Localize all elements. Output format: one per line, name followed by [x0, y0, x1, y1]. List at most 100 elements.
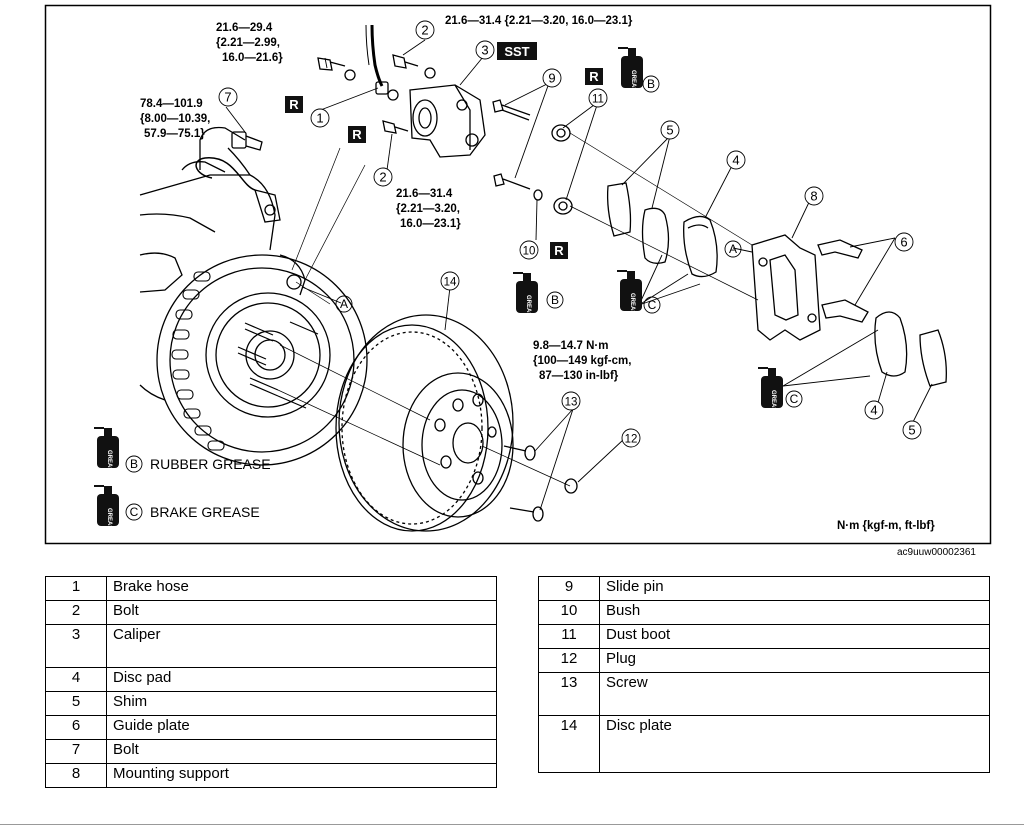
part-number: 8 [45, 763, 107, 788]
part-number: 5 [45, 691, 107, 716]
callout-circle [726, 150, 746, 170]
part-name: Guide plate [106, 715, 497, 740]
callout-number-7: 7 [224, 90, 231, 105]
r-box: R [348, 126, 366, 143]
callout-circle [894, 232, 914, 252]
torque-top: 21.6—31.4 {2.21—3.20, 16.0—23.1} [445, 15, 633, 27]
svg-text:R: R [352, 127, 362, 142]
callout-number-4: 4 [732, 153, 739, 168]
letter-c: C [790, 392, 799, 406]
part-name: Plug [599, 648, 990, 673]
bolt-7-drawing [231, 131, 263, 151]
slide-pins-drawing [492, 99, 573, 215]
part-name: Dust boot [599, 624, 990, 649]
callout-number-12: 12 [625, 434, 638, 446]
hub-knuckle-drawing [139, 126, 368, 466]
callout-number-5: 5 [908, 423, 915, 438]
callout-circle [519, 240, 539, 260]
letter-b: B [647, 77, 655, 91]
part-number: 14 [538, 715, 600, 773]
callout-number-10: 10 [523, 246, 536, 258]
callout-number-9: 9 [548, 71, 555, 86]
part-number: 2 [45, 600, 107, 625]
callout-circle [660, 120, 680, 140]
callout-circle [475, 40, 495, 60]
torque-bolt7-3: 57.9—75.1} [144, 128, 205, 140]
callout-circle [902, 420, 922, 440]
part-number: 6 [45, 715, 107, 740]
callout-circle [621, 428, 641, 448]
callout-circle [542, 68, 562, 88]
diagram-frame [44, 4, 992, 545]
r-box: R [285, 96, 303, 113]
part-name: Disc pad [106, 667, 497, 692]
part-name: Bush [599, 600, 990, 625]
part-number: 9 [538, 576, 600, 601]
callout-number-13: 13 [565, 397, 578, 409]
grease-can-text: GREASE [106, 450, 112, 475]
callout-number-4: 4 [870, 403, 877, 418]
callout-number-2: 2 [379, 170, 386, 185]
callout-number-6: 6 [900, 235, 907, 250]
letter-b: B [130, 457, 138, 471]
torque-mid-2: {2.21—3.20, [396, 203, 460, 215]
part-number: 7 [45, 739, 107, 764]
callout-number-14: 14 [444, 277, 457, 289]
callout-circle [864, 400, 884, 420]
letter-c: C [648, 298, 657, 312]
leader-lines [225, 39, 933, 511]
grease-can-text: GREASE [770, 390, 776, 415]
part-name: Caliper [106, 624, 497, 668]
letter-b: B [551, 293, 559, 307]
screws-plug-drawing [503, 445, 578, 522]
torque-bolt7-1: 78.4—101.9 [140, 98, 203, 110]
callout-number-8: 8 [810, 189, 817, 204]
callout-circle [415, 20, 435, 40]
r-box: R [550, 242, 568, 259]
callout-circle [310, 108, 330, 128]
callout-circle [561, 391, 581, 411]
torque-hose-bolt-1: 21.6—29.4 [216, 22, 273, 34]
svg-text:R: R [289, 97, 299, 112]
callout-circle [373, 167, 393, 187]
disc-plate-drawing [335, 314, 514, 532]
grease-can-text: GREASE [630, 70, 636, 95]
part-name: Disc plate [599, 715, 990, 773]
callout-circle [218, 87, 238, 107]
svg-text:SST: SST [504, 44, 529, 59]
part-name: Screw [599, 672, 990, 716]
grease-can-text: GREASE [629, 293, 635, 318]
unit-note: N·m {kgf-m, ft-lbf} [837, 520, 935, 532]
grease-can-text: GREASE [106, 508, 112, 533]
pads-shims-drawing [606, 182, 947, 387]
torque-nm-3: 87—130 in-lbf} [539, 370, 619, 382]
legend-brake-grease: BRAKE GREASE [150, 504, 260, 520]
part-number: 10 [538, 600, 600, 625]
bottom-rule [0, 824, 1024, 825]
torque-mid-3: 16.0—23.1} [400, 218, 461, 230]
letter-a: A [340, 297, 348, 311]
letter-c: C [130, 505, 139, 519]
callout-number-2: 2 [421, 23, 428, 38]
assembly-guide-lines [277, 132, 759, 487]
part-name: Mounting support [106, 763, 497, 788]
part-name: Slide pin [599, 576, 990, 601]
torque-nm-2: {100—149 kgf-cm, [533, 355, 631, 367]
callout-number-3: 3 [481, 43, 488, 58]
grease-can-text: GREASE [525, 295, 531, 320]
part-name: Shim [106, 691, 497, 716]
part-number: 13 [538, 672, 600, 716]
